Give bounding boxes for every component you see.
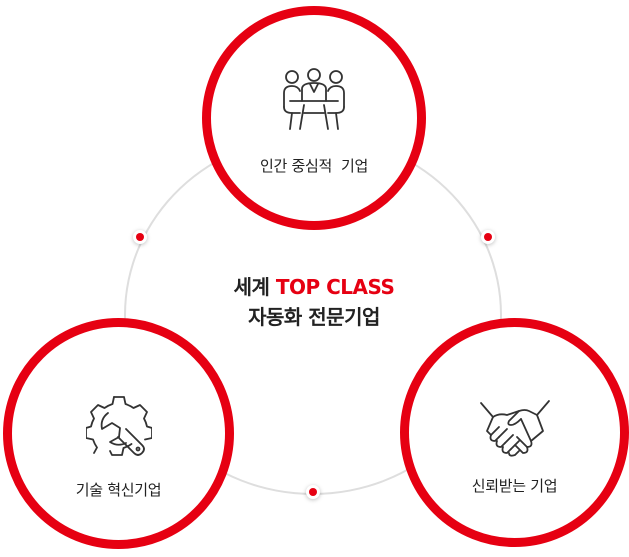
ring-dot-right	[481, 230, 495, 244]
center-slogan: 세계 TOP CLASS 자동화 전문기업	[164, 272, 464, 332]
node-trusted: 신뢰받는 기업	[400, 318, 629, 547]
ring-dot-left	[133, 230, 147, 244]
node-human-centered-label: 인간 중심적 기업	[260, 157, 368, 175]
node-tech-innovation-label: 기술 혁신기업	[75, 481, 162, 499]
center-slogan-accent: TOP CLASS	[275, 275, 395, 299]
gear-wrench-icon	[85, 393, 152, 459]
center-slogan-prefix: 세계	[233, 275, 270, 299]
meeting-people-icon	[280, 67, 348, 133]
node-human-centered: 인간 중심적 기업	[202, 6, 426, 230]
node-trusted-label: 신뢰받는 기업	[471, 477, 558, 495]
node-tech-innovation: 기술 혁신기업	[3, 318, 234, 549]
center-slogan-line2: 자동화 전문기업	[248, 305, 380, 329]
ring-dot-bottom	[306, 485, 320, 499]
center-slogan-line1: 세계 TOP CLASS	[164, 272, 464, 302]
handshake-icon	[479, 397, 551, 457]
